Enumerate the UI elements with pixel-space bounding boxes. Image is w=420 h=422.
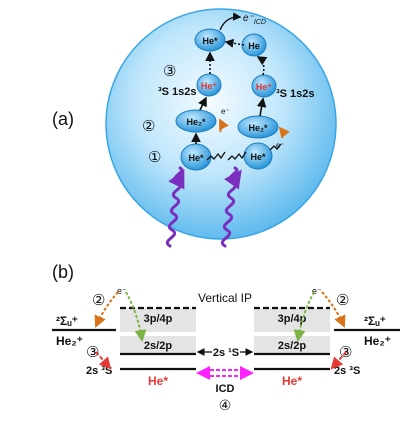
he-plus-bubble-right bbox=[251, 74, 277, 98]
vertical-ip-label: Vertical IP bbox=[198, 291, 252, 305]
electron-label-b-right: e⁻ bbox=[312, 286, 322, 296]
orange-arrow-left bbox=[94, 291, 119, 328]
electron-arrow-right bbox=[278, 126, 290, 139]
label-2s2p-left: 2s/2p bbox=[144, 340, 172, 352]
electron-label-left: e⁻ bbox=[221, 107, 230, 116]
step-1: ① bbox=[148, 149, 161, 166]
icd-label: ICD bbox=[216, 383, 235, 395]
electron-arrow-left bbox=[219, 118, 229, 133]
he-star-label-right: He* bbox=[250, 152, 266, 162]
photon-arrow-left bbox=[168, 169, 185, 190]
he2-star-label-right: He₂* bbox=[248, 123, 268, 133]
sigma-label-right: ²Σᵤ⁺ bbox=[364, 314, 386, 328]
he2-plus-label-right: He₂⁺ bbox=[364, 334, 391, 348]
he2-star-bubble-right bbox=[237, 115, 279, 139]
panel-b-label: (b) bbox=[52, 262, 74, 282]
arrow-r1 bbox=[256, 97, 267, 117]
center-state-label: 2s ¹S bbox=[213, 347, 239, 359]
he2-star-label-left: He₂* bbox=[186, 117, 206, 127]
electron-label-right: e⁻ bbox=[276, 141, 285, 150]
he-top-label: He bbox=[248, 41, 260, 51]
step-2-left: ② bbox=[92, 292, 105, 309]
icd-head-left bbox=[196, 366, 210, 380]
state-label-left: ³S 1s2s bbox=[158, 86, 197, 98]
green-arrow-right bbox=[293, 291, 315, 342]
arrow-r2 bbox=[256, 56, 268, 76]
squiggle-left bbox=[206, 151, 226, 161]
he-plus-label-right: He⁺ bbox=[256, 82, 273, 92]
arrow-icd-transfer bbox=[224, 38, 245, 48]
panel-a-label: (a) bbox=[52, 109, 74, 129]
squiggle-right bbox=[227, 151, 247, 161]
label-3p4p-left: 3p/4p bbox=[144, 313, 173, 325]
icd-head-right bbox=[240, 366, 254, 380]
he-star-label-left: He* bbox=[188, 153, 204, 163]
orange-arrow-right bbox=[321, 291, 346, 328]
icd-electron-label: e⁻ICD bbox=[243, 13, 266, 26]
he-star-top-label: He* bbox=[202, 36, 218, 46]
label-2s2p-right: 2s/2p bbox=[278, 340, 306, 352]
he-plus-label-left: He⁺ bbox=[201, 81, 218, 91]
band-2s2p-right bbox=[254, 336, 330, 354]
band-3p4p-right bbox=[254, 308, 330, 332]
state-label-right: ³S 1s2s bbox=[276, 88, 315, 100]
state-3s-right: 2s ³S bbox=[334, 365, 360, 377]
arrow-l2 bbox=[198, 96, 207, 111]
green-arrow-left bbox=[125, 291, 147, 342]
he2-plus-label-left: He₂⁺ bbox=[56, 334, 83, 348]
he-star-b-left: He* bbox=[148, 374, 168, 388]
squiggle-right-2 bbox=[269, 143, 282, 151]
step-2: ② bbox=[142, 118, 155, 135]
step-3-left: ③ bbox=[86, 344, 99, 361]
red-arrow-left bbox=[95, 351, 112, 370]
photon-arrow-right bbox=[224, 169, 242, 190]
red-arrow-right bbox=[330, 351, 347, 370]
label-3p4p-right: 3p/4p bbox=[278, 313, 307, 325]
step-2-right: ② bbox=[336, 292, 349, 309]
electron-label-b-left: e⁻ bbox=[117, 286, 127, 296]
step-3: ③ bbox=[163, 63, 176, 80]
he-plus-bubble-left bbox=[196, 73, 222, 97]
band-3p4p-left bbox=[120, 308, 196, 332]
icd-step-4: ④ bbox=[219, 397, 232, 413]
sigma-label-left: ²Σᵤ⁺ bbox=[56, 314, 78, 328]
he2-star-bubble-left bbox=[175, 109, 217, 133]
he-star-b-right: He* bbox=[282, 374, 302, 388]
icd-electron-arrow bbox=[219, 12, 242, 31]
